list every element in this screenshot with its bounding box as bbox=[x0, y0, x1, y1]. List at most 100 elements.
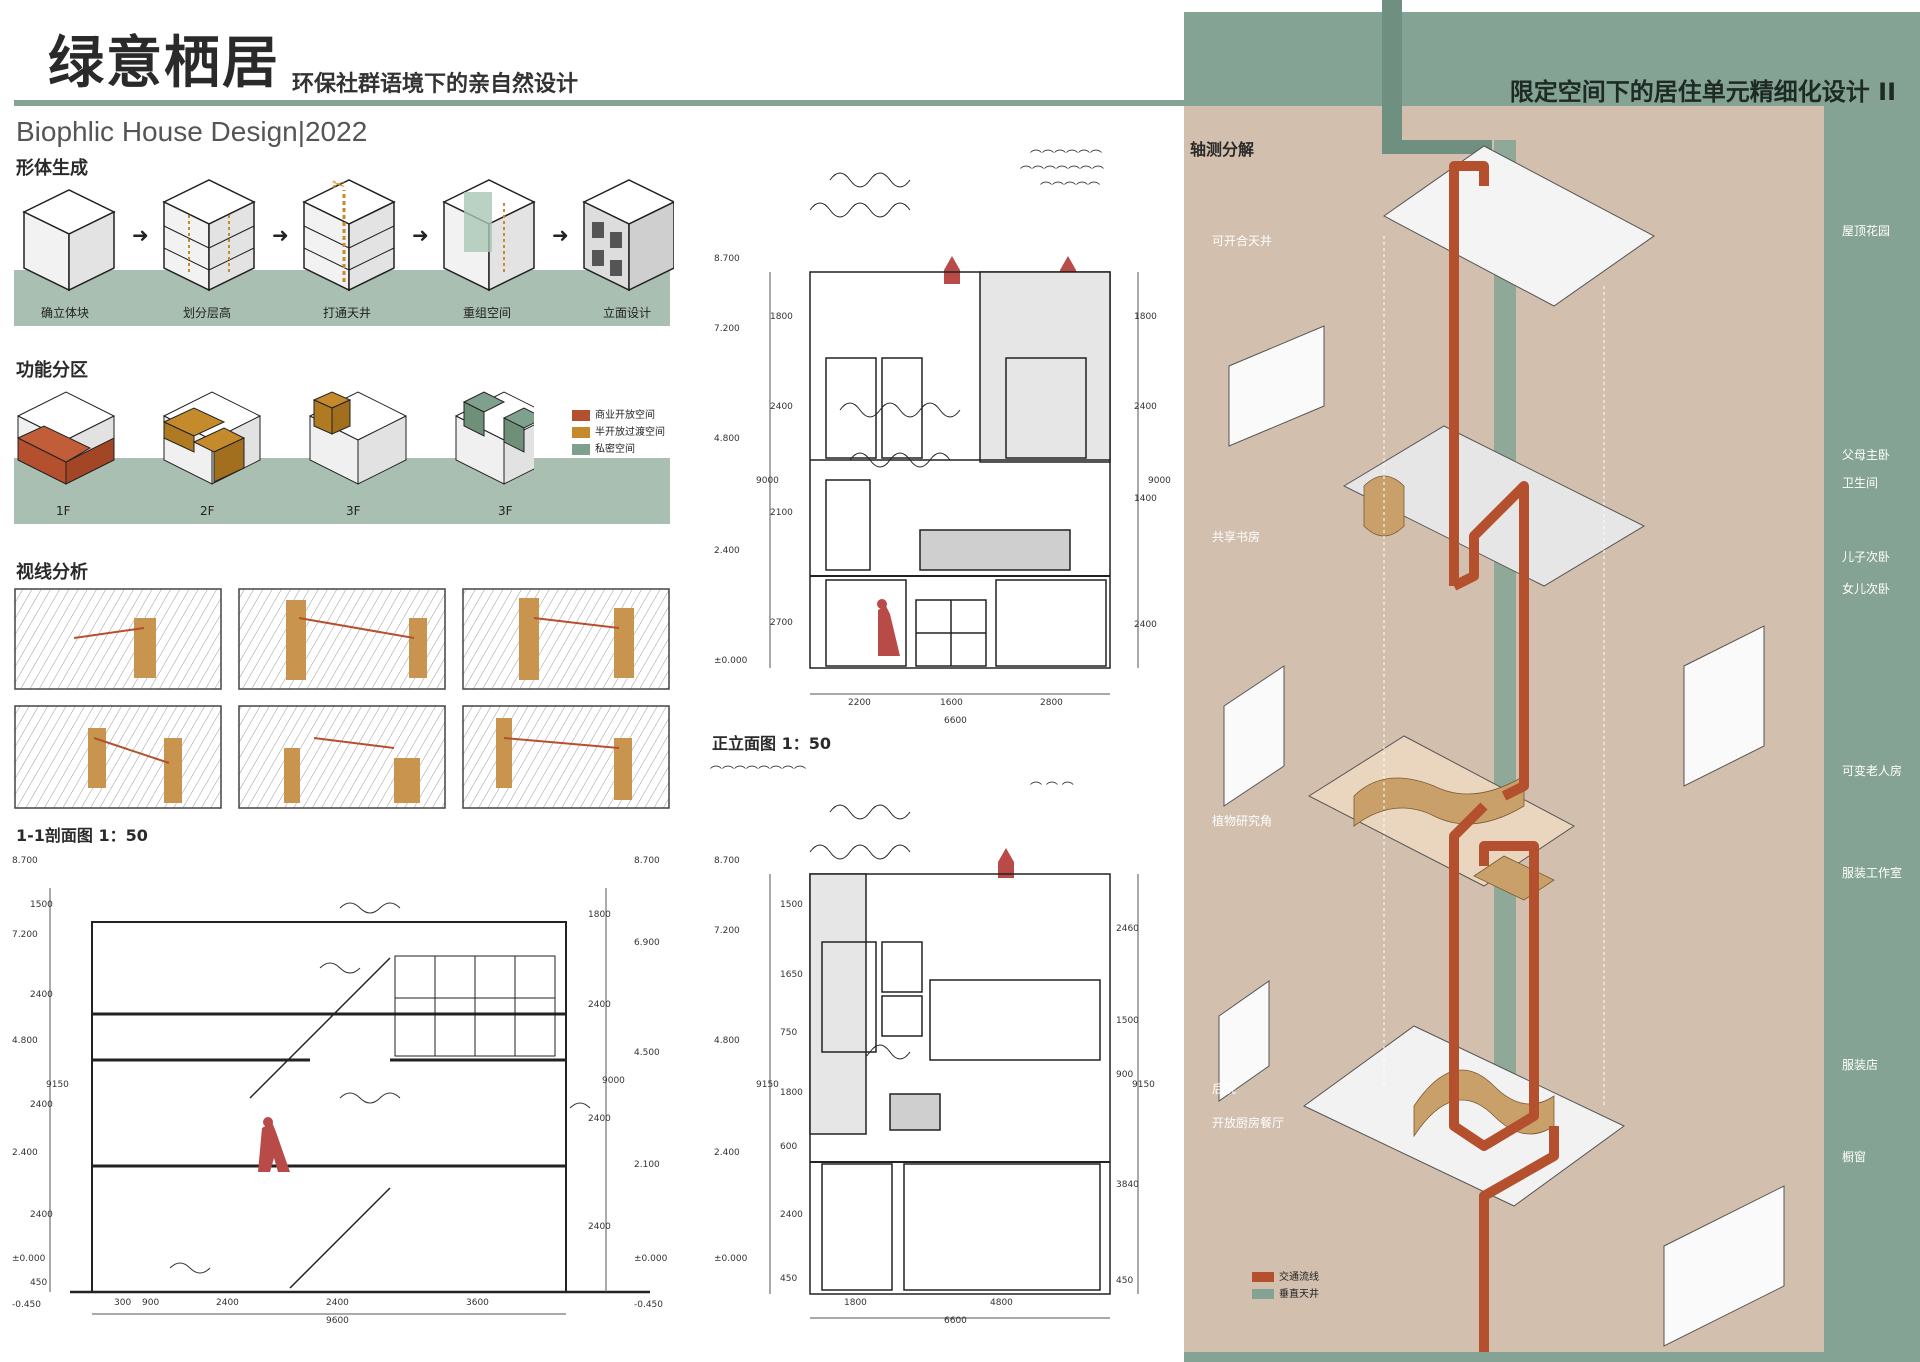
front-elev-dim-bottom-1: 1800 bbox=[844, 1298, 867, 1308]
section-dim-bottom-total: 9600 bbox=[326, 1316, 349, 1326]
legend-label-circulation: 交通流线 bbox=[1279, 1272, 1319, 1283]
elev-top-level-4: 2.400 bbox=[714, 546, 740, 556]
form-generation-diagram: ➜ ➜ ✂ ➜ ➜ bbox=[22, 175, 674, 292]
front-elev-dim-right-3: 900 bbox=[1116, 1070, 1134, 1080]
front-elev-level-1: 8.700 bbox=[714, 856, 740, 866]
elev-top-dim-right-4: 2400 bbox=[1134, 620, 1157, 630]
block-step-2 bbox=[162, 179, 256, 292]
elevation-top-drawing: ⌒⌒⌒⌒⌒⌒ ⌒⌒⌒⌒⌒⌒⌒ ⌒⌒⌒⌒⌒ bbox=[769, 149, 1139, 695]
elev-top-level-5: ±0.000 bbox=[714, 656, 748, 666]
axonometric-bottom-strip bbox=[1184, 1352, 1920, 1362]
front-elev-dim-left-6: 2400 bbox=[780, 1210, 803, 1220]
section-dim-right-3: 2400 bbox=[588, 1114, 611, 1124]
front-elev-dim-total-right: 9150 bbox=[1132, 1080, 1155, 1090]
zoning-2f bbox=[162, 391, 262, 485]
section-level-left-6: -0.450 bbox=[12, 1300, 42, 1310]
roof-plate bbox=[1383, 145, 1655, 307]
block-step-3: ✂ bbox=[302, 175, 396, 292]
header-band-right bbox=[1184, 12, 1920, 106]
front-elev-level-2: 7.200 bbox=[714, 926, 740, 936]
legend-swatch-circulation bbox=[1252, 1272, 1274, 1282]
block-step-4 bbox=[442, 179, 536, 292]
front-elev-level-3: 4.800 bbox=[714, 1036, 740, 1046]
section-dim-left-2: 2400 bbox=[30, 990, 53, 1000]
sightline-title: 视线分析 bbox=[16, 562, 88, 583]
front-elevation-title: 正立面图 1：50 bbox=[712, 734, 831, 753]
legend-label-shaft: 垂直天井 bbox=[1279, 1289, 1319, 1300]
elev-top-dim-right-1: 1800 bbox=[1134, 312, 1157, 322]
axo-legend: 交通流线 垂直天井 bbox=[1252, 1268, 1319, 1302]
front-elev-dim-bottom-2: 4800 bbox=[990, 1298, 1013, 1308]
wall-panel-3 bbox=[1218, 980, 1270, 1102]
axo-label-window: 橱窗 bbox=[1842, 1150, 1867, 1164]
elev-top-dim-left-2: 2400 bbox=[770, 402, 793, 412]
svg-text:➜: ➜ bbox=[132, 223, 149, 247]
front-elev-dim-left-5: 600 bbox=[780, 1142, 798, 1152]
section-level-right-4: 2.100 bbox=[634, 1160, 660, 1170]
section-dim-bottom-5: 3600 bbox=[466, 1298, 489, 1308]
front-elevation-drawing: ⌒⌒⌒⌒⌒⌒⌒⌒ ⌒ ⌒ ⌒ bbox=[710, 765, 1139, 1319]
svg-text:⌒⌒⌒⌒⌒⌒: ⌒⌒⌒⌒⌒⌒ bbox=[1030, 149, 1102, 163]
elev-top-dim-bottom-total: 6600 bbox=[944, 716, 967, 726]
sightline-thumb-3 bbox=[462, 588, 670, 690]
form-generation-title: 形体生成 bbox=[16, 158, 88, 179]
elev-top-level-1: 8.700 bbox=[714, 254, 740, 264]
axo-label-roof-garden: 屋顶花园 bbox=[1842, 224, 1891, 238]
section-level-left-3: 4.800 bbox=[12, 1036, 38, 1046]
axonometric-sage-strip bbox=[1824, 106, 1920, 1362]
sightline-thumb-2 bbox=[238, 588, 446, 690]
front-elev-dim-right-2: 1500 bbox=[1116, 1016, 1139, 1026]
front-elev-dim-total-left: 9150 bbox=[756, 1080, 779, 1090]
zoning-legend-item: 私密空间 bbox=[572, 440, 665, 457]
floor-1-plate bbox=[1303, 1025, 1625, 1207]
elev-top-dim-bottom-1: 2200 bbox=[848, 698, 871, 708]
elev-top-level-3: 4.800 bbox=[714, 434, 740, 444]
svg-text:➜: ➜ bbox=[412, 223, 429, 247]
legend-swatch-commercial bbox=[572, 409, 590, 421]
legend-swatch-private bbox=[572, 443, 590, 455]
front-elev-dim-right-4: 3840 bbox=[1116, 1180, 1139, 1190]
section-dim-left-5: 450 bbox=[30, 1278, 48, 1288]
front-elev-level-4: 2.400 bbox=[714, 1148, 740, 1158]
elev-top-dim-left-1: 1800 bbox=[770, 312, 793, 322]
svg-text:⌒⌒⌒⌒⌒: ⌒⌒⌒⌒⌒ bbox=[1040, 181, 1100, 195]
section-level-left-5: ±0.000 bbox=[12, 1254, 46, 1264]
svg-text:⌒ ⌒ ⌒: ⌒ ⌒ ⌒ bbox=[1030, 781, 1074, 795]
vertical-shaft-bend bbox=[1382, 140, 1492, 154]
zoning-legend-item: 半开放过渡空间 bbox=[572, 423, 665, 440]
sightline-thumb-1 bbox=[14, 588, 222, 690]
section-dim-right-2: 2400 bbox=[588, 1000, 611, 1010]
page-subtitle: 环保社群语境下的亲自然设计 bbox=[292, 72, 579, 97]
axonometric-title: 轴测分解 bbox=[1190, 140, 1255, 159]
elev-top-dim-right-3: 1400 bbox=[1134, 494, 1157, 504]
front-elev-dim-left-2: 1650 bbox=[780, 970, 803, 980]
axo-label-elder-room: 可变老人房 bbox=[1842, 764, 1903, 778]
section-dim-right-4: 2400 bbox=[588, 1222, 611, 1232]
section-dim-total-right: 9000 bbox=[602, 1076, 625, 1086]
section-dim-left-4: 2400 bbox=[30, 1210, 53, 1220]
wall-panel-5 bbox=[1663, 1185, 1785, 1347]
form-step-label-4: 重组空间 bbox=[462, 306, 511, 320]
svg-text:➜: ➜ bbox=[552, 223, 569, 247]
elev-top-dim-total-left: 9000 bbox=[756, 476, 779, 486]
zoning-3f-a bbox=[308, 391, 408, 485]
axo-label-son-room: 儿子次卧 bbox=[1842, 550, 1891, 564]
zoning-floor-label-2: 2F bbox=[200, 504, 215, 518]
form-step-label-3: 打通天井 bbox=[322, 306, 371, 320]
front-elev-dim-right-5: 450 bbox=[1116, 1276, 1134, 1286]
front-elev-dim-left-1: 1500 bbox=[780, 900, 803, 910]
section-level-right-2: 6.900 bbox=[634, 938, 660, 948]
legend-label-private: 私密空间 bbox=[595, 444, 635, 455]
axo-label-daughter-room: 女儿次卧 bbox=[1842, 582, 1891, 596]
svg-text:➜: ➜ bbox=[272, 223, 289, 247]
section-level-right-1: 8.700 bbox=[634, 856, 660, 866]
elev-top-level-2: 7.200 bbox=[714, 324, 740, 334]
svg-text:⌒⌒⌒⌒⌒⌒⌒⌒: ⌒⌒⌒⌒⌒⌒⌒⌒ bbox=[710, 765, 806, 779]
legend-swatch-transition bbox=[572, 426, 590, 438]
elev-top-dim-left-4: 2700 bbox=[770, 618, 793, 628]
section-dim-bottom-3: 2400 bbox=[216, 1298, 239, 1308]
board-title: 限定空间下的居住单元精细化设计 II bbox=[1509, 78, 1896, 106]
section-level-left-2: 7.200 bbox=[12, 930, 38, 940]
svg-text:⌒⌒⌒⌒⌒⌒⌒: ⌒⌒⌒⌒⌒⌒⌒ bbox=[1020, 165, 1104, 179]
section-level-right-5: ±0.000 bbox=[634, 1254, 668, 1264]
